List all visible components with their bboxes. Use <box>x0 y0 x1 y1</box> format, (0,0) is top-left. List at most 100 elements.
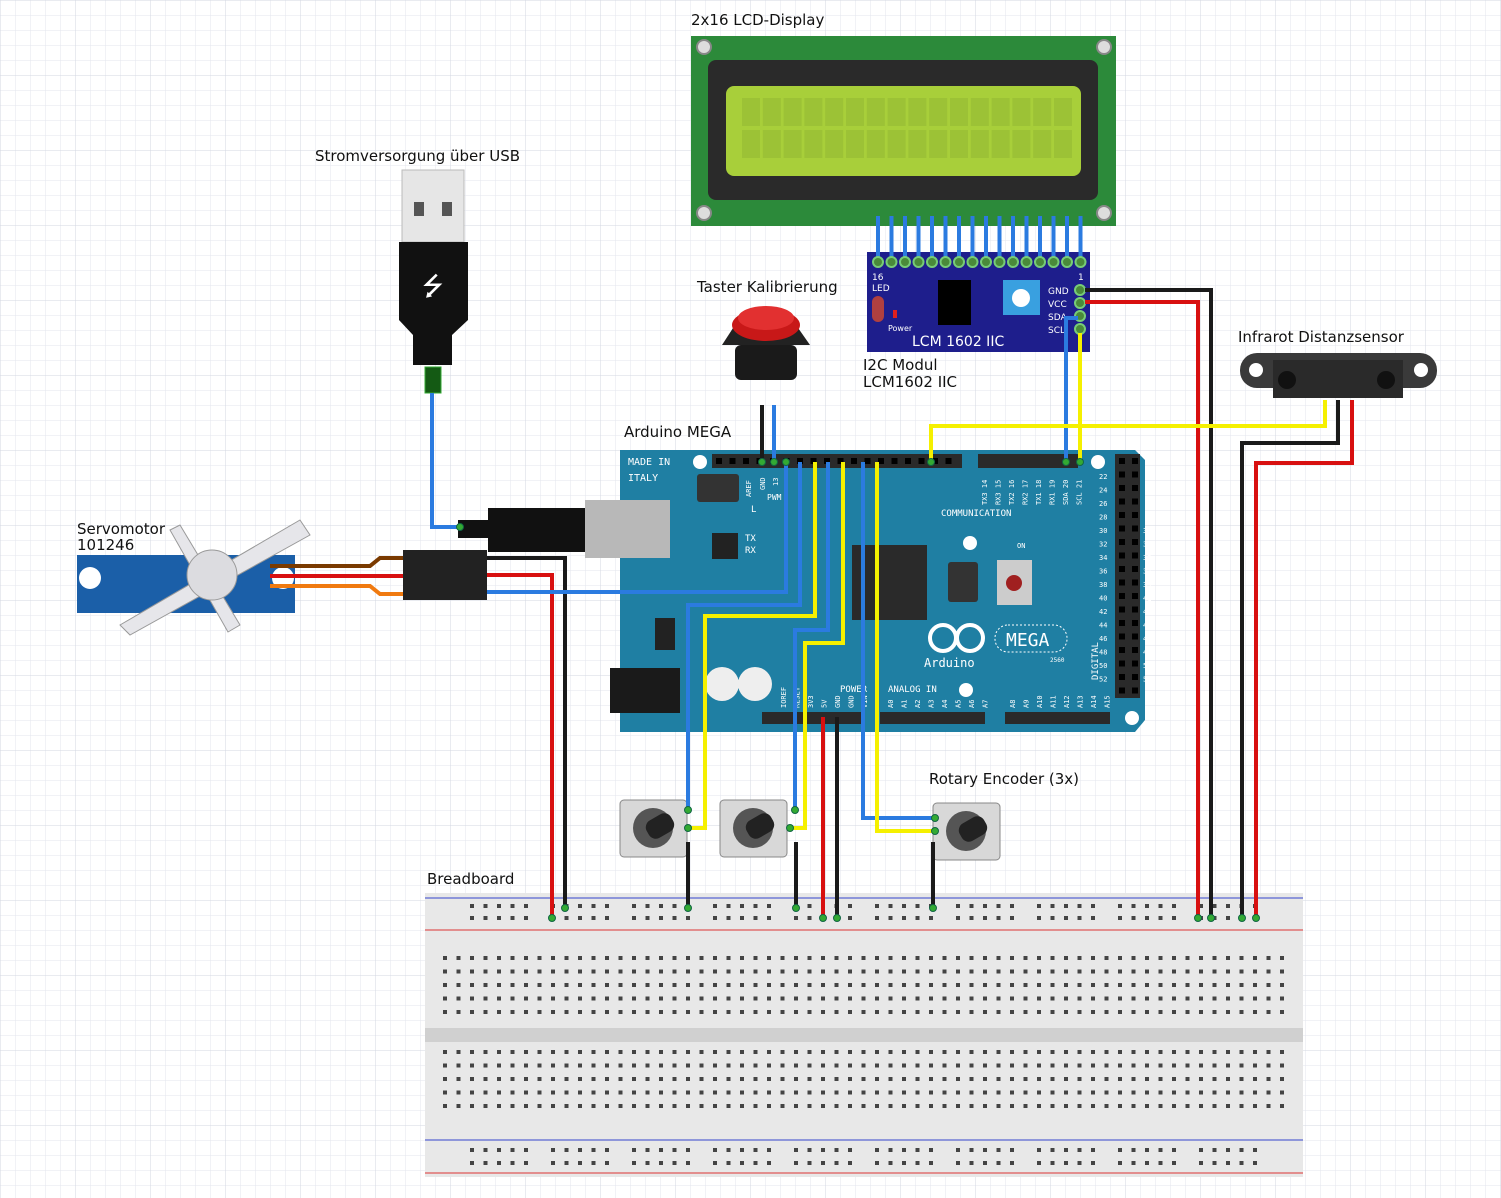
breadboard-hole <box>645 956 650 960</box>
breadboard-hole <box>1226 1104 1230 1108</box>
breadboard-hole <box>510 1063 515 1068</box>
model-text: 2560 <box>1050 657 1065 664</box>
arduino-mega-board[interactable]: MADE IN ITALY COMMUNICATION POWER ANALOG… <box>585 450 1151 732</box>
breadboard-hole <box>1091 1050 1095 1054</box>
breadboard-hole <box>1145 1010 1149 1014</box>
breadboard-hole <box>551 1148 555 1152</box>
power-pin-label: RESET <box>794 686 802 708</box>
breadboard-hole <box>1199 1050 1203 1054</box>
breadboard-hole <box>713 1077 717 1081</box>
breadboard-hole <box>767 1077 771 1081</box>
breadboard[interactable] <box>425 893 1303 1177</box>
breadboard-hole <box>618 956 623 960</box>
breadboard-hole <box>942 983 947 987</box>
breadboard-hole <box>1158 1010 1163 1014</box>
breadboard-hole <box>456 1104 461 1108</box>
header-pin <box>1132 525 1138 532</box>
breadboard-hole <box>672 1063 677 1068</box>
breadboard-hole <box>1023 1077 1028 1081</box>
breadboard-hole <box>524 1148 528 1152</box>
rotary-encoder[interactable] <box>719 799 788 858</box>
breadboard-hole <box>470 1077 474 1081</box>
breadboard-hole <box>510 1010 515 1014</box>
breadboard-hole <box>1226 1077 1230 1081</box>
breadboard-hole <box>645 1077 650 1081</box>
breadboard-hole <box>983 1063 987 1068</box>
breadboard-hole <box>591 1148 596 1152</box>
breadboard-hole <box>875 956 879 960</box>
analog-in-label: ANALOG IN <box>888 685 937 695</box>
wire-end <box>927 458 935 466</box>
header-pin <box>1132 566 1138 572</box>
breadboard-hole <box>740 904 744 908</box>
pin-gnd-label: GND <box>1048 287 1069 297</box>
rotary-encoder[interactable] <box>932 802 1001 861</box>
servo-label-line2: 101246 <box>77 536 134 554</box>
breadboard-hole <box>470 1010 474 1014</box>
breadboard-hole <box>1064 996 1068 1001</box>
breadboard-hole <box>767 996 771 1001</box>
servo-motor[interactable] <box>77 519 311 636</box>
wire <box>1085 288 1213 918</box>
breadboard-hole <box>470 916 474 920</box>
breadboard-hole <box>578 916 582 920</box>
breadboard-hole <box>902 1063 906 1068</box>
breadboard-hole <box>686 956 690 960</box>
header-pin <box>1132 539 1138 545</box>
breadboard-hole <box>1239 956 1244 960</box>
breadboard-hole <box>1158 916 1163 920</box>
breadboard-hole <box>821 983 825 987</box>
breadboard-hole <box>510 1077 515 1081</box>
lcd-cell <box>742 98 760 126</box>
breadboard-hole <box>794 1010 798 1014</box>
power-label: Power <box>888 324 913 333</box>
breadboard-hole <box>780 996 785 1001</box>
header-pin <box>716 458 722 464</box>
gnd-label: GND <box>759 477 767 490</box>
breadboard-hole <box>996 956 1001 960</box>
header-pin <box>1119 525 1125 532</box>
digital-pin-label: 42 <box>1099 608 1107 616</box>
ir-distance-sensor[interactable] <box>1240 353 1437 398</box>
breadboard-hole <box>686 1104 690 1108</box>
breadboard-hole <box>834 1050 839 1054</box>
wires <box>430 288 1354 922</box>
breadboard-hole <box>888 904 893 908</box>
calibration-button[interactable] <box>722 306 810 380</box>
breadboard-hole <box>929 916 933 920</box>
lcd-cell <box>908 130 927 158</box>
breadboard-hole <box>902 956 906 960</box>
breadboard-hole <box>1226 1010 1230 1014</box>
breadboard-hole <box>1118 1161 1122 1165</box>
breadboard-hole <box>483 983 488 987</box>
breadboard-hole <box>767 1063 771 1068</box>
breadboard-hole <box>1158 904 1163 908</box>
breadboard-hole <box>1064 1063 1068 1068</box>
breadboard-hole <box>1199 983 1203 987</box>
breadboard-hole <box>767 983 771 987</box>
breadboard-hole <box>1010 1148 1014 1152</box>
usb-plug[interactable]: ⭍ <box>399 169 468 394</box>
breadboard-hole <box>1118 1148 1122 1152</box>
lcd-display[interactable] <box>691 36 1116 226</box>
breadboard-hole <box>1158 1148 1163 1152</box>
breadboard-hole <box>618 1077 623 1081</box>
i2c-module[interactable]: 16 1 LED Power LCM 1602 IIC GND VCC SDA … <box>867 252 1090 352</box>
rotary-encoder[interactable] <box>619 799 688 858</box>
breadboard-hole <box>537 996 542 1001</box>
breadboard-hole <box>564 1161 569 1165</box>
breadboard-hole <box>470 1104 474 1108</box>
breadboard-hole <box>1185 1077 1190 1081</box>
breadboard-hole <box>659 1077 663 1081</box>
header-pin <box>1132 606 1138 613</box>
digital-pin-label: 46 <box>1099 635 1107 643</box>
breadboard-hole <box>834 1010 839 1014</box>
breadboard-hole <box>1131 983 1136 987</box>
breadboard-hole <box>983 1077 987 1081</box>
breadboard-hole <box>1185 1063 1190 1068</box>
breadboard-hole <box>1050 1050 1055 1054</box>
breadboard-hole <box>1199 1104 1203 1108</box>
breadboard-hole <box>956 1090 960 1095</box>
breadboard-hole <box>686 1050 690 1054</box>
breadboard-hole <box>996 996 1001 1001</box>
